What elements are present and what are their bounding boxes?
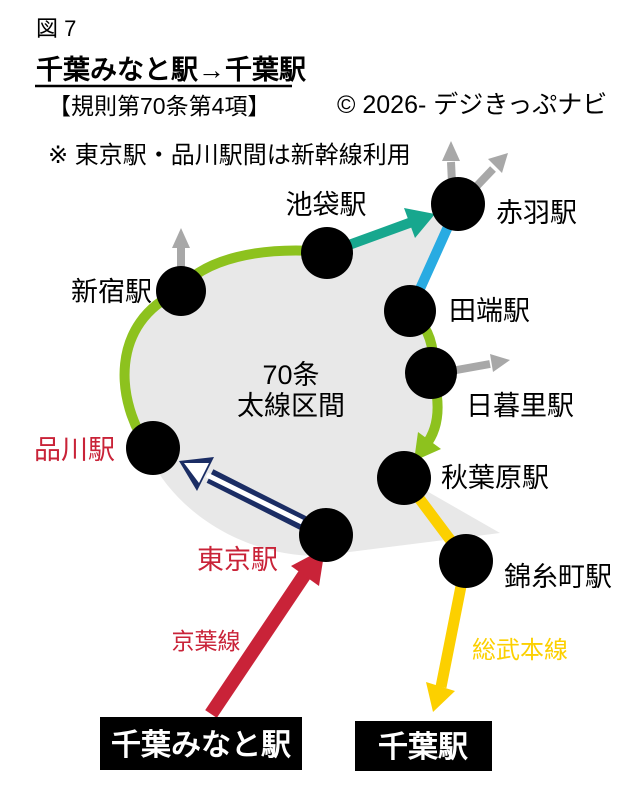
terminal-label-chiba: 千葉駅 bbox=[378, 731, 468, 764]
station-label-tokyo: 東京駅 bbox=[197, 545, 278, 575]
station-dot-akabane bbox=[431, 177, 485, 231]
copyright-notice: © 2026- デジきっぷナビ bbox=[337, 91, 607, 119]
station-label-kinshicho: 錦糸町駅 bbox=[504, 562, 612, 592]
station-label-akabane: 赤羽駅 bbox=[496, 198, 577, 228]
station-label-shinjuku: 新宿駅 bbox=[71, 277, 152, 307]
region-label-line1: 70条 bbox=[262, 360, 319, 390]
station-dot-shinjuku bbox=[156, 266, 206, 316]
region-label-line2: 太線区間 bbox=[237, 391, 345, 421]
station-label-ikebukuro: 池袋駅 bbox=[286, 190, 367, 220]
station-label-akihabara: 秋葉原駅 bbox=[441, 463, 549, 493]
continuation-arrowhead-shinjuku bbox=[172, 228, 190, 248]
station-dot-shinagawa bbox=[126, 421, 180, 475]
station-dot-nippori bbox=[405, 347, 457, 399]
terminal-box-chiba-minato bbox=[100, 717, 302, 770]
station-dot-akihabara bbox=[377, 451, 431, 505]
keiyo-line-arrow bbox=[205, 567, 313, 718]
station-dot-tokyo bbox=[299, 508, 353, 562]
station-dot-tabata bbox=[384, 285, 436, 337]
keiyo-line-label: 京葉線 bbox=[172, 628, 241, 654]
terminal-box-chiba bbox=[355, 721, 492, 771]
shinkansen-note: ※ 東京駅・品川駅間は新幹線利用 bbox=[48, 142, 411, 169]
station-label-nippori: 日暮里駅 bbox=[466, 391, 574, 421]
sobu-line-label: 総武本線 bbox=[472, 637, 568, 664]
station-dot-kinshicho bbox=[439, 534, 493, 588]
tabata-akihabara-arrowhead bbox=[414, 432, 441, 461]
terminal-label-chiba-minato: 千葉みなと駅 bbox=[111, 729, 291, 762]
shinkansen-arrow-core bbox=[205, 472, 304, 525]
ikebukuro-akabane-arrowhead bbox=[404, 208, 435, 238]
continuation-arrowhead-akabane-northeast bbox=[488, 153, 508, 173]
continuation-arrowhead-akabane-up bbox=[442, 141, 460, 161]
station-dot-ikebukuro bbox=[301, 227, 353, 279]
continuation-arrowhead-nippori bbox=[490, 354, 510, 372]
figure-number: 図 7 bbox=[36, 16, 76, 41]
shinkansen-arrowhead-inner bbox=[184, 463, 209, 483]
rule-reference: 【規則第70条第4項】 bbox=[48, 93, 270, 119]
sobu-line-arrowhead bbox=[426, 682, 455, 712]
station-label-tabata: 田端駅 bbox=[449, 296, 530, 326]
continuation-arrow-nippori bbox=[450, 360, 491, 375]
station-label-shinagawa: 品川駅 bbox=[34, 435, 115, 465]
diagram-title: 千葉みなと駅→千葉駅 bbox=[36, 55, 306, 85]
